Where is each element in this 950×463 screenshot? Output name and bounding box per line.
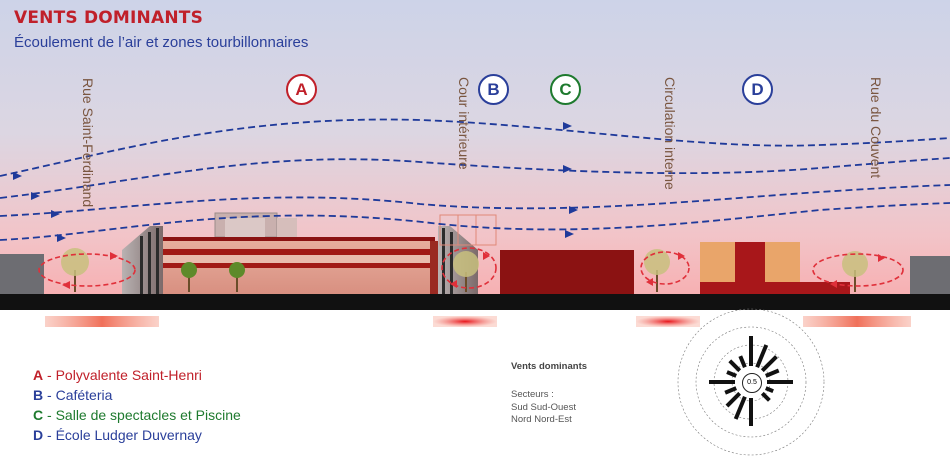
street-label-cour-interieure: Cour intérieure <box>456 77 472 170</box>
tower-left <box>122 226 163 294</box>
heat-bar-2 <box>433 316 497 327</box>
street-label-rue-du-couvent: Rue du Couvent <box>868 77 884 179</box>
building-c <box>500 250 634 295</box>
vortex-tree-4 <box>842 251 868 292</box>
legend-item-c: C - Salle de spectacles et Piscine <box>33 407 241 423</box>
vortex-zones <box>38 247 904 289</box>
left-neighbour-block <box>0 254 44 294</box>
legend-item-a: A - Polyvalente Saint-Henri <box>33 367 202 383</box>
sector-2: Nord Nord-Est <box>511 414 572 425</box>
wind-rose-sectors: Secteurs : Sud Sud-Ouest Nord Nord-Est <box>511 389 576 427</box>
page-title: VENTS DOMINANTS <box>14 8 204 28</box>
right-neighbour-block <box>910 256 950 294</box>
tree-1 <box>181 262 197 292</box>
vortex-tree-2 <box>453 251 479 292</box>
zone-legend: A - Polyvalente Saint-Henri B - Caféteri… <box>33 365 241 445</box>
zone-badge-a: A <box>286 74 317 105</box>
page-subtitle: Écoulement de l’air et zones tourbillonn… <box>14 34 309 51</box>
vortex-3 <box>640 251 690 285</box>
sector-1: Sud Sud-Ouest <box>511 401 576 413</box>
cafeteria-frame <box>439 214 497 246</box>
sectors-label: Secteurs : <box>511 389 554 400</box>
heat-bar-3 <box>636 316 700 327</box>
wind-streamlines <box>0 118 950 241</box>
wind-rose <box>677 308 825 456</box>
wind-rose-title: Vents dominants <box>511 361 588 372</box>
street-label-circulation-interne: Circulation interne <box>662 77 678 190</box>
legend-item-b: B - Caféteria <box>33 387 113 403</box>
heat-bar-4 <box>803 316 911 327</box>
wind-rose-center-value: 0.5 <box>742 373 762 393</box>
vortex-1 <box>38 253 136 287</box>
street-label-rue-saint-ferdinand: Rue Saint-Ferdinand <box>80 78 96 208</box>
vortex-tree-1 <box>61 248 89 292</box>
legend-item-d: D - École Ludger Duvernay <box>33 427 202 443</box>
wind-arrowheads <box>13 122 578 242</box>
vortex-arrows <box>62 252 885 289</box>
zone-badge-b: B <box>478 74 509 105</box>
heat-bar-1 <box>45 316 159 327</box>
zone-badge-c: C <box>550 74 581 105</box>
ground-line <box>0 294 950 310</box>
building-d <box>700 242 850 294</box>
vortex-tree-3 <box>644 249 670 292</box>
tree-2 <box>229 262 245 292</box>
zone-badge-d: D <box>742 74 773 105</box>
vortex-2 <box>441 247 497 289</box>
vortex-4 <box>812 253 904 287</box>
header: VENTS DOMINANTS Écoulement de l’air et z… <box>14 8 308 51</box>
